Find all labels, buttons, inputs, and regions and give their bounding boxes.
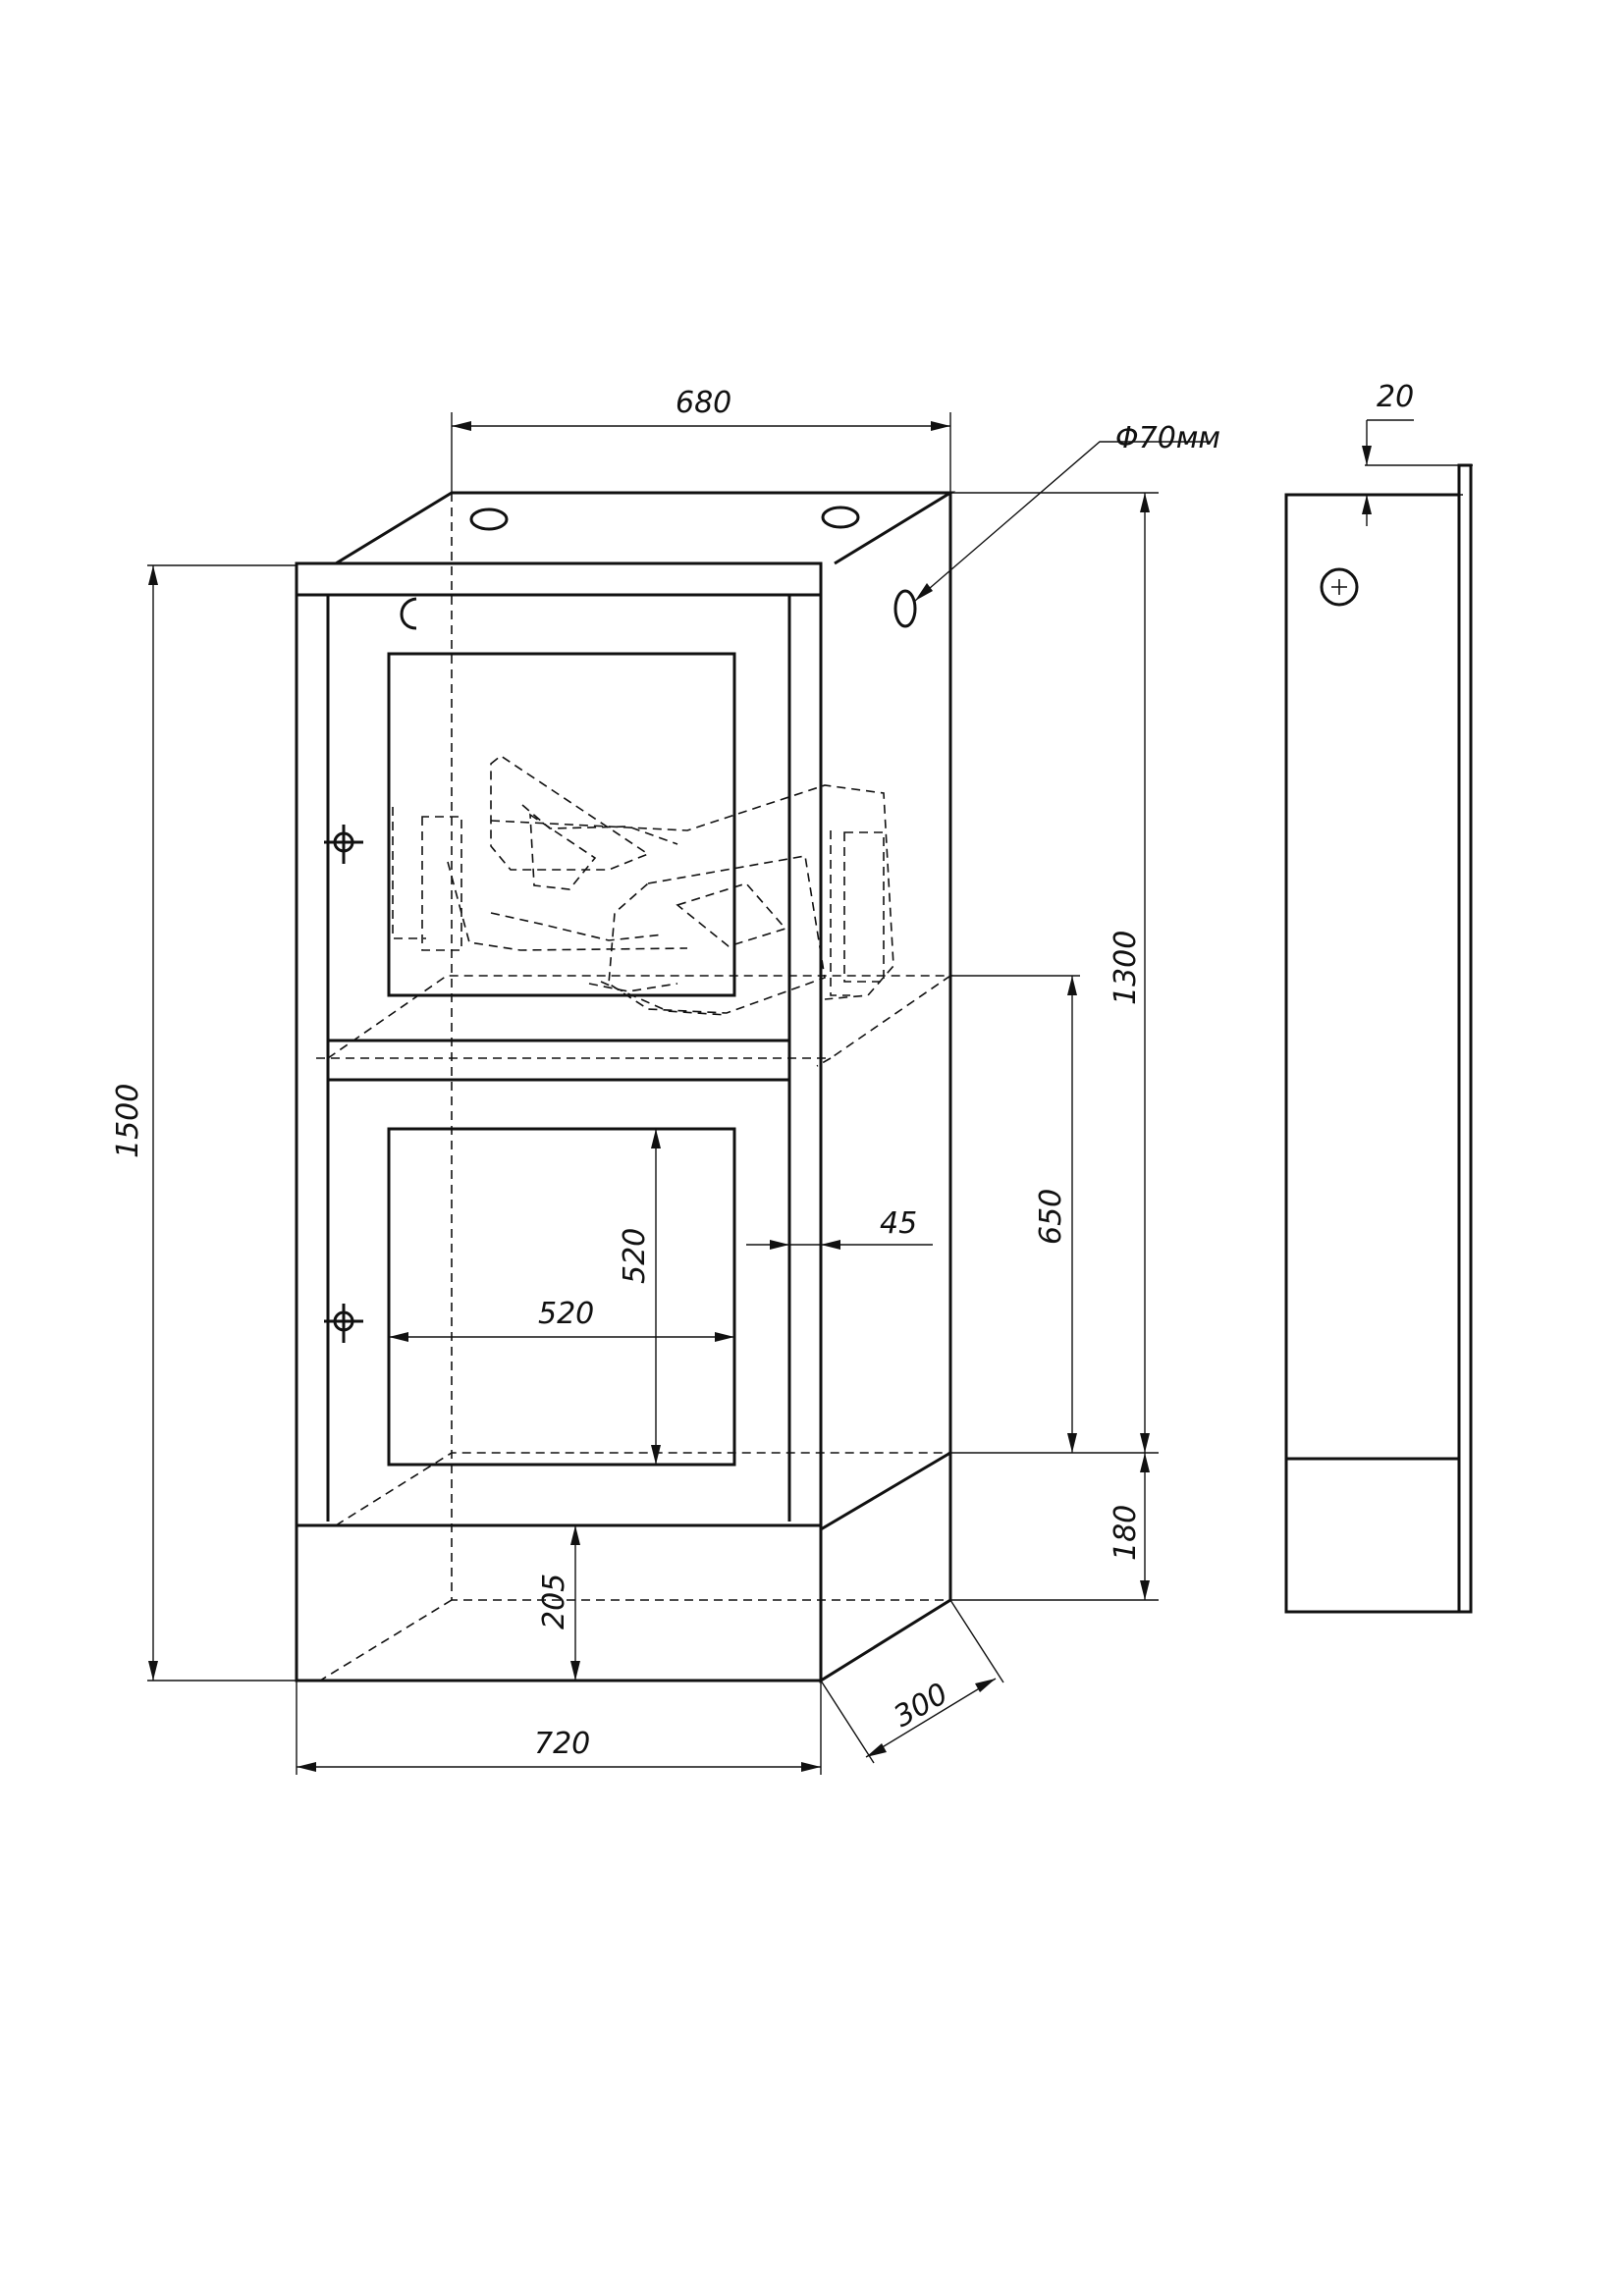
dimension-lines — [147, 412, 1473, 1775]
lower-window — [387, 1127, 736, 1467]
dim-label-wall-gap: 45 — [880, 1206, 917, 1241]
lower-lock-icon — [324, 1304, 363, 1343]
cabinet-side-view — [1284, 463, 1473, 1614]
top-hole-right — [821, 506, 860, 529]
dim-label-window-width: 520 — [538, 1297, 594, 1331]
side-hole-icon — [1320, 567, 1359, 607]
dim-label-plinth-height: 180 — [1109, 1505, 1143, 1561]
upper-lock-icon — [324, 825, 363, 864]
upper-window — [387, 652, 736, 997]
dim-label-shelf-height: 650 — [1034, 1189, 1068, 1245]
dim-label-top-width: 680 — [676, 386, 731, 420]
dim-label-plinth-front: 205 — [537, 1574, 571, 1629]
cabinet-front-view — [295, 491, 956, 1683]
hidden-bracket — [392, 755, 894, 1016]
dim-label-body-height: 1300 — [1109, 931, 1143, 1005]
dim-label-hole-diameter: Φ70мм — [1115, 421, 1220, 455]
dim-label-total-height: 1500 — [111, 1084, 145, 1158]
side-hole — [893, 589, 917, 628]
dim-label-depth: 300 — [889, 1677, 954, 1735]
top-hole-left — [469, 507, 509, 531]
dim-label-side-offset: 20 — [1377, 380, 1414, 414]
dim-label-window-height: 520 — [618, 1228, 652, 1284]
dim-label-front-width: 720 — [534, 1727, 590, 1761]
